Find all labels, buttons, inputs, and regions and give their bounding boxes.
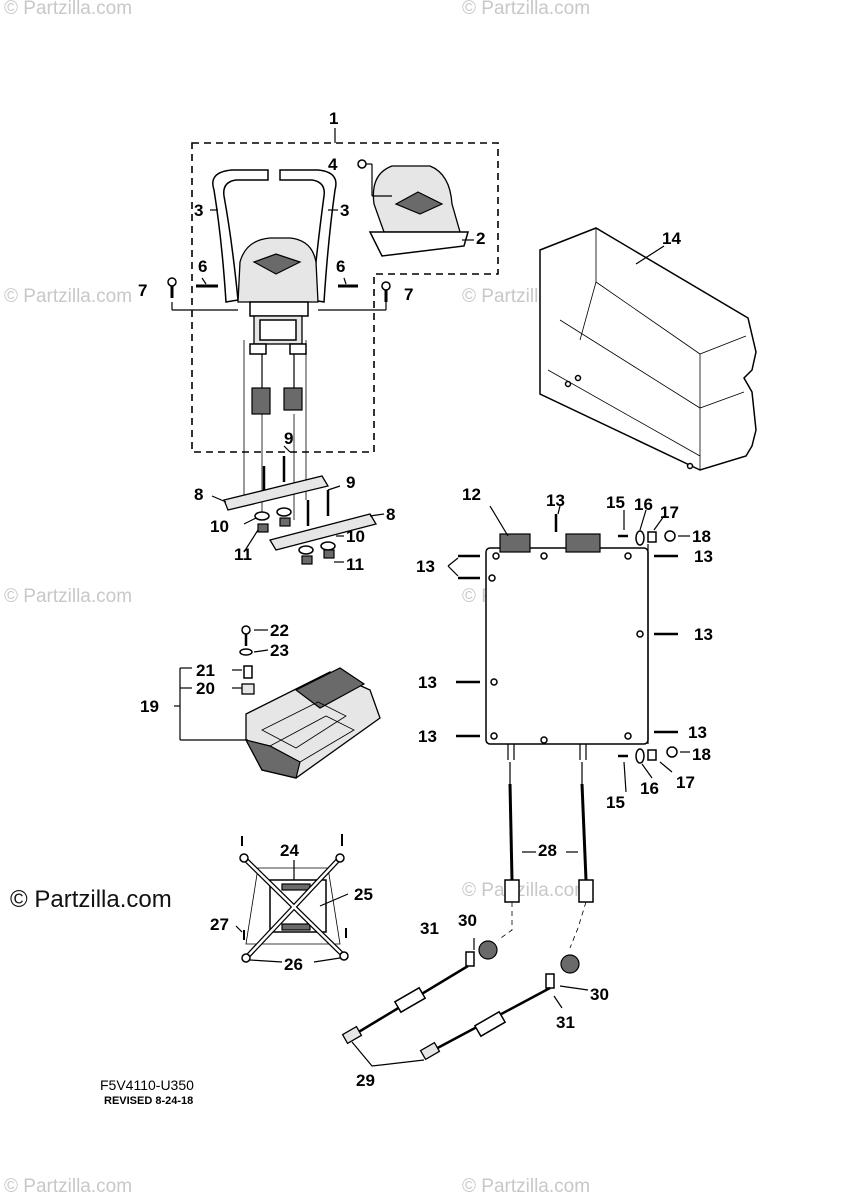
- callout-13: 13: [694, 547, 713, 566]
- watermark-text: © Partzilla.com: [462, 0, 590, 19]
- callout-16: 16: [640, 779, 659, 798]
- callout-12: 12: [462, 485, 481, 504]
- storage-tray: [539, 227, 757, 471]
- cable-assembly: [341, 762, 594, 1067]
- switch-assembly: [174, 625, 381, 779]
- callout-7: 7: [404, 285, 413, 304]
- callout-31: 31: [420, 919, 439, 938]
- assembly-boundary: [191, 142, 499, 453]
- callout-6: 6: [198, 257, 207, 276]
- callout-13: 13: [694, 625, 713, 644]
- lever-left: [212, 169, 269, 303]
- callout-13: 13: [546, 491, 565, 510]
- watermark-text: © Partzilla.com: [4, 586, 132, 607]
- callout-11: 11: [346, 555, 364, 574]
- callout-29: 29: [356, 1071, 375, 1090]
- callout-8: 8: [386, 505, 395, 524]
- callouts: 1 2 3 3 4 6 6 7 7 8 8 9 9 10 10 11 11 12…: [138, 109, 713, 1090]
- callout-24: 24: [280, 841, 299, 860]
- callout-11: 11: [234, 545, 252, 564]
- holder-frame: [245, 867, 341, 945]
- mounting-hardware: [211, 445, 385, 565]
- callout-31: 31: [556, 1013, 575, 1032]
- callout-1: 1: [329, 109, 338, 128]
- module-plate: [485, 547, 649, 745]
- callout-6: 6: [336, 257, 345, 276]
- control-module: [447, 505, 690, 793]
- callout-2: 2: [476, 229, 485, 248]
- base-plate: [368, 231, 469, 257]
- module-connector: [499, 533, 531, 553]
- callout-25: 25: [354, 885, 373, 904]
- callout-13: 13: [418, 727, 437, 746]
- callout-14: 14: [662, 229, 681, 248]
- callout-20: 20: [196, 679, 215, 698]
- callout-16: 16: [634, 495, 653, 514]
- callout-18: 18: [692, 745, 711, 764]
- callout-3: 3: [340, 201, 349, 220]
- callout-15: 15: [606, 493, 625, 512]
- lever-right: [279, 169, 337, 303]
- callout-13: 13: [688, 723, 707, 742]
- callout-7: 7: [138, 281, 147, 300]
- callout-30: 30: [590, 985, 609, 1004]
- callout-18: 18: [692, 527, 711, 546]
- module-connector: [565, 533, 601, 553]
- watermark-text: © Partzilla.com: [4, 1176, 132, 1197]
- watermark-text: © Partzilla.com: [462, 880, 590, 901]
- watermark-text: © Partzilla.com: [4, 286, 132, 307]
- watermark-text: © Partzilla.com: [462, 1176, 590, 1197]
- callout-17: 17: [660, 503, 679, 522]
- callout-4: 4: [328, 155, 338, 174]
- callout-27: 27: [210, 915, 229, 934]
- bracket-upper: [223, 475, 330, 511]
- callout-26: 26: [284, 955, 303, 974]
- callout-13: 13: [416, 557, 435, 576]
- screw-set: [447, 505, 678, 738]
- callout-13: 13: [418, 673, 437, 692]
- callout-9: 9: [346, 473, 355, 492]
- callout-10: 10: [210, 517, 229, 536]
- watermarks: © Partzilla.com © Partzilla.com © Partzi…: [4, 0, 590, 1197]
- callout-15: 15: [606, 793, 625, 812]
- callout-10: 10: [346, 527, 365, 546]
- callout-9: 9: [284, 429, 293, 448]
- tray-body: [539, 227, 757, 471]
- watermark-text: © Partzilla.com: [4, 0, 132, 19]
- revision-date: REVISED 8-24-18: [104, 1095, 193, 1107]
- diagram-code: F5V4110-U350: [100, 1077, 194, 1093]
- callout-22: 22: [270, 621, 289, 640]
- callout-23: 23: [270, 641, 289, 660]
- callout-30: 30: [458, 911, 477, 930]
- callout-28: 28: [538, 841, 557, 860]
- strap-assembly: [235, 834, 349, 963]
- remote-control-assembly: [167, 128, 499, 520]
- brand-watermark: © Partzilla.com: [10, 886, 172, 913]
- callout-17: 17: [676, 773, 695, 792]
- callout-21: 21: [196, 661, 215, 680]
- callout-3: 3: [194, 201, 203, 220]
- callout-19: 19: [140, 697, 159, 716]
- bracket-lower: [268, 513, 378, 551]
- callout-8: 8: [194, 485, 203, 504]
